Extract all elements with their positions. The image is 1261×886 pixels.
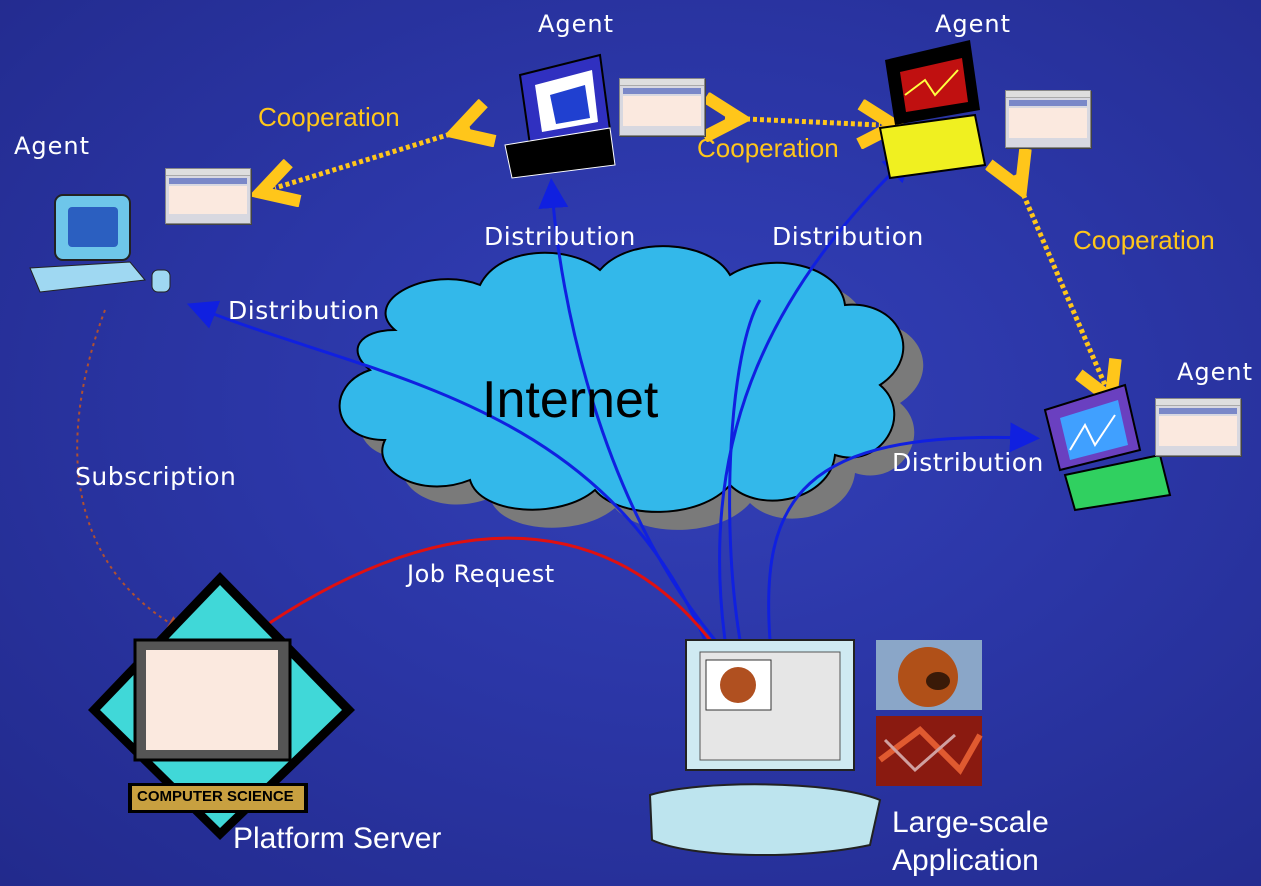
cooperation-label-left: Cooperation — [258, 102, 400, 132]
agent-label-left: Agent — [14, 132, 91, 160]
distribution-label-right: Distribution — [892, 448, 1044, 477]
agent-label-top1: Agent — [538, 10, 615, 38]
cooperation-arrows — [275, 118, 1105, 385]
agent-label-top2: Agent — [935, 10, 1012, 38]
internet-cloud — [338, 245, 924, 530]
distribution-label-top1: Distribution — [484, 222, 636, 251]
agent-right-computer-icon — [1043, 383, 1172, 512]
computer-science-badge-text: COMPUTER SCIENCE — [137, 788, 294, 805]
agent-right-window — [1155, 398, 1241, 456]
large-scale-computer-icon — [648, 639, 882, 856]
agent-left-computer-icon — [29, 194, 171, 293]
job-request-arrow — [242, 536, 712, 642]
distribution-label-top2: Distribution — [772, 222, 924, 251]
agent-left-window — [165, 168, 251, 224]
platform-server-icon — [88, 572, 355, 840]
internet-label: Internet — [482, 371, 659, 429]
agent-top2-computer-icon — [878, 40, 987, 180]
subscription-arrow — [76, 309, 184, 632]
planet-render-image — [876, 640, 982, 710]
agent-label-right: Agent — [1177, 358, 1254, 386]
distribution-arrow-to-agent-right — [767, 422, 1040, 641]
platform-server-label: Platform Server — [233, 822, 442, 855]
cooperation-label-middle: Cooperation — [697, 133, 839, 163]
distribution-arrows — [186, 151, 1040, 641]
agent-top1-computer-icon — [504, 53, 616, 179]
agent-top2-window — [1005, 90, 1091, 148]
agent-top1-window — [619, 78, 705, 136]
subscription-label: Subscription — [75, 462, 237, 491]
job-request-label: Job Request — [407, 560, 555, 588]
distribution-arrow-to-agent-top2 — [718, 151, 914, 641]
fractal-render-image — [876, 716, 983, 786]
distribution-label-left: Distribution — [228, 296, 380, 325]
large-scale-label-line1: Large-scale — [892, 806, 1049, 839]
large-scale-label-line2: Application — [892, 844, 1039, 877]
cooperation-label-right: Cooperation — [1073, 225, 1215, 255]
distribution-arrow-to-agent-top1 — [538, 178, 717, 641]
